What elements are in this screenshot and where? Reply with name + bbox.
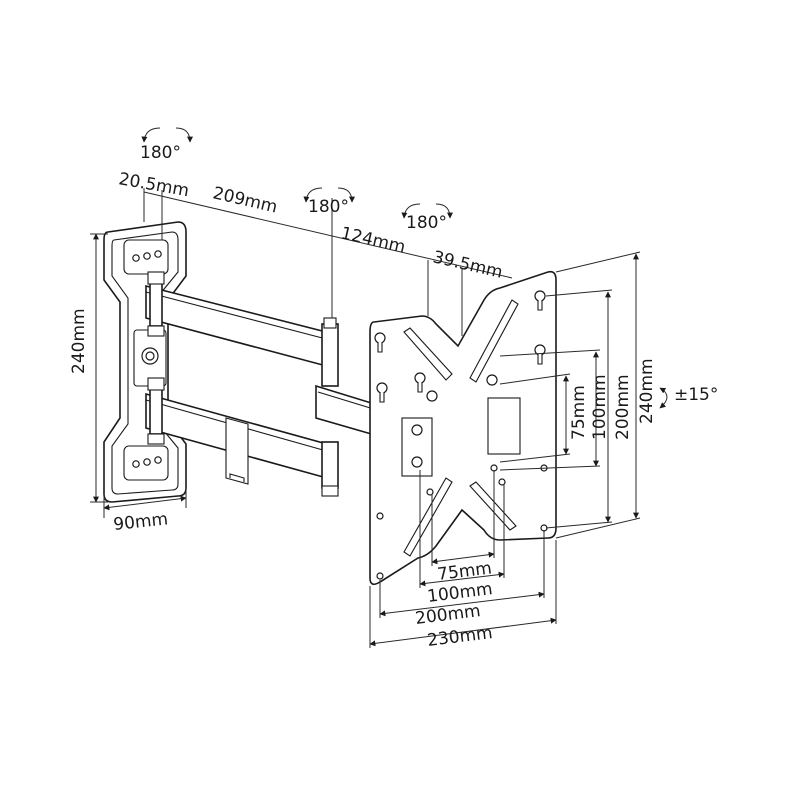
rotation-arrow-icon bbox=[401, 203, 453, 219]
dimension-lines bbox=[90, 188, 641, 648]
vesa-plate bbox=[369, 270, 557, 586]
dim-plate-width: 230mm bbox=[426, 623, 494, 651]
dim-vesa-v-75: 75mm bbox=[569, 385, 589, 440]
dim-vesa-v-200: 200mm bbox=[613, 374, 633, 440]
rotation-arrow-icon bbox=[141, 127, 193, 143]
dim-wall-offset: 20.5mm bbox=[117, 169, 190, 201]
dim-vesa-v-100: 100mm bbox=[590, 374, 610, 440]
rotation-arrow-icon bbox=[303, 187, 355, 203]
dim-arm-short: 124mm bbox=[339, 223, 407, 257]
dim-plate-height: 240mm bbox=[637, 358, 657, 424]
tilt-arrow-icon bbox=[659, 387, 668, 409]
wall-pivot-rotation-label: 180° bbox=[140, 143, 181, 163]
dim-wall-width: 90mm bbox=[112, 509, 169, 535]
swing-arms bbox=[145, 271, 421, 497]
wall-plate bbox=[103, 221, 187, 503]
dim-arm-long: 209mm bbox=[211, 183, 279, 217]
tilt-label: ±15° bbox=[674, 385, 718, 405]
dim-wall-height: 240mm bbox=[69, 308, 89, 374]
plate-pivot-rotation-label: 180° bbox=[406, 213, 447, 233]
dim-plate-offset: 39.5mm bbox=[431, 247, 505, 282]
arm-pivot-rotation-label: 180° bbox=[308, 197, 349, 217]
